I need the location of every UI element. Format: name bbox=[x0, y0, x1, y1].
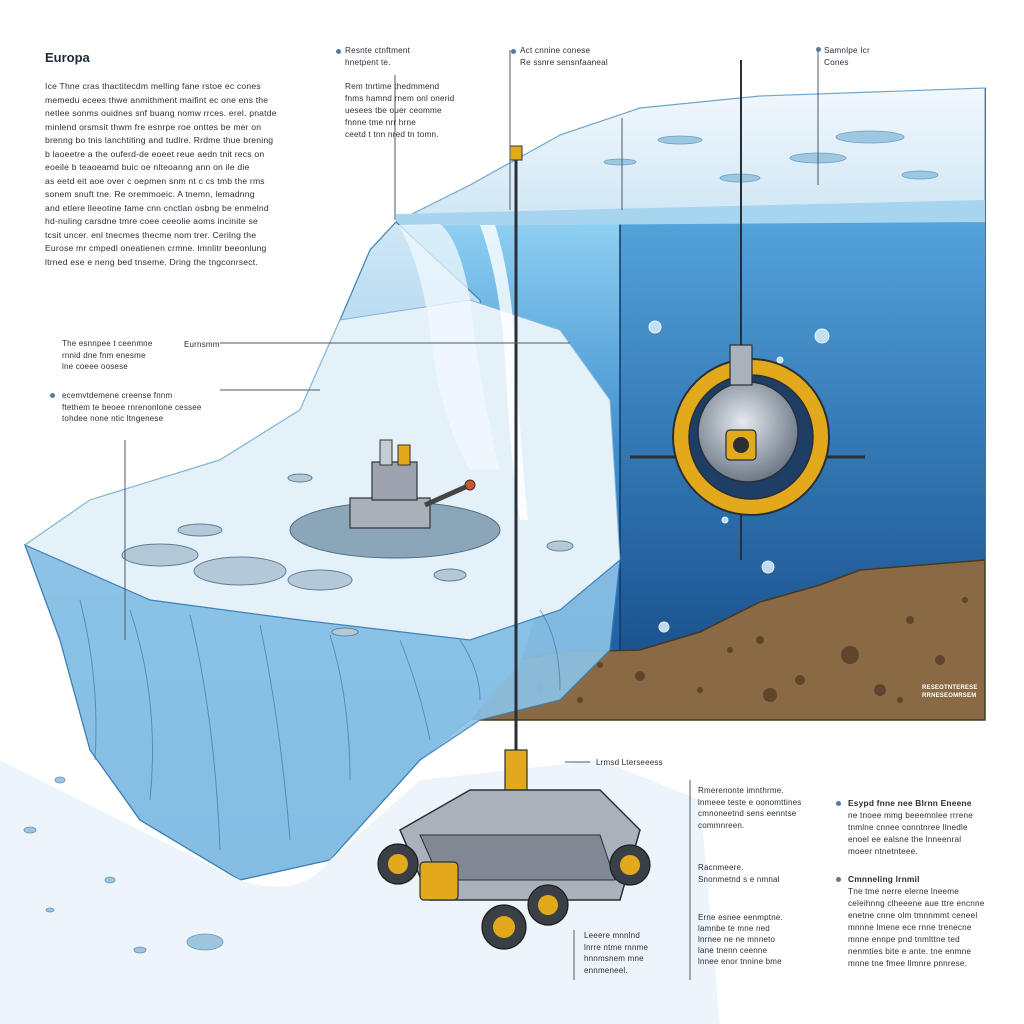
callout-right-a-body: ne tnoee mmg beeemnlee rrrene tnmlne cnn… bbox=[848, 811, 974, 856]
surface-ice-shelf bbox=[395, 87, 986, 223]
bubbles bbox=[648, 320, 830, 633]
sediment-rocks bbox=[536, 597, 968, 703]
tether-collar bbox=[509, 145, 523, 161]
callout-mid-left-b: ecemvtdemene creense fnnm ftethem te beo… bbox=[62, 391, 202, 423]
callout-mid-left-a: The esnnpee t ceenmne rnnid dne fnm enes… bbox=[62, 339, 153, 371]
intro-paragraph: Ice Thne cras thactitecdm melling fane r… bbox=[45, 81, 277, 267]
callout-dot bbox=[511, 49, 516, 54]
callout-dot bbox=[336, 49, 341, 54]
callout-dot bbox=[816, 47, 821, 52]
ice-shelf-underside bbox=[396, 200, 985, 226]
callout-right-b-body: Tne tme nerre elerne lneeme celeihnng cl… bbox=[848, 887, 985, 968]
surface-lander bbox=[289, 439, 501, 559]
meltwater-waterfall bbox=[398, 224, 500, 470]
submersible-probe bbox=[630, 60, 865, 560]
callout-top-left: Resnte ctnftment hnetpent te. Rem tnrtim… bbox=[345, 46, 455, 139]
callout-dot bbox=[50, 393, 55, 398]
callout-rover-b: Racnmeere. Snonmetnd s e nmnal bbox=[698, 863, 780, 884]
callout-rover-a: Rmerenonte imnthrme. lnmeee teste e oono… bbox=[698, 786, 802, 830]
callout-rover-tag: Lrmsd Lterseeess bbox=[596, 758, 663, 767]
icicle-streaks bbox=[79, 599, 561, 851]
drilling-rover bbox=[377, 749, 651, 950]
callout-top-mid: Act cnnine conese Re ssnre sensnfaaneal bbox=[520, 46, 608, 67]
callout-lines bbox=[124, 50, 819, 980]
callout-right-a-title: Esypd fnne nee Blrnn Eneene bbox=[848, 798, 972, 808]
probe-code-label: RESEOTNTERESE RRNESEOMRSEM bbox=[922, 685, 978, 699]
callout-rover-c: Erne esnee eenmptne. lamnbe te mne ned l… bbox=[698, 913, 783, 966]
callout-mid-left-tag: Eurnsmm bbox=[184, 340, 220, 349]
plateau-front-face bbox=[23, 543, 621, 881]
diagram-frame-line bbox=[985, 88, 986, 720]
callout-top-right: Samnlpe Icr Cones bbox=[824, 46, 870, 67]
callout-rover-d: Leeere mnnlnd lnrre ntme rnnme hnnmsnem … bbox=[584, 931, 649, 975]
seafloor-sediment bbox=[479, 559, 986, 721]
callout-right-b-title: Cmnneling lrnmil bbox=[848, 874, 920, 884]
plateau-pits bbox=[121, 473, 574, 637]
diagram-title: Europa bbox=[45, 50, 90, 65]
callout-dot bbox=[836, 801, 841, 806]
callout-dot bbox=[836, 877, 841, 882]
snow-pits bbox=[23, 776, 224, 954]
